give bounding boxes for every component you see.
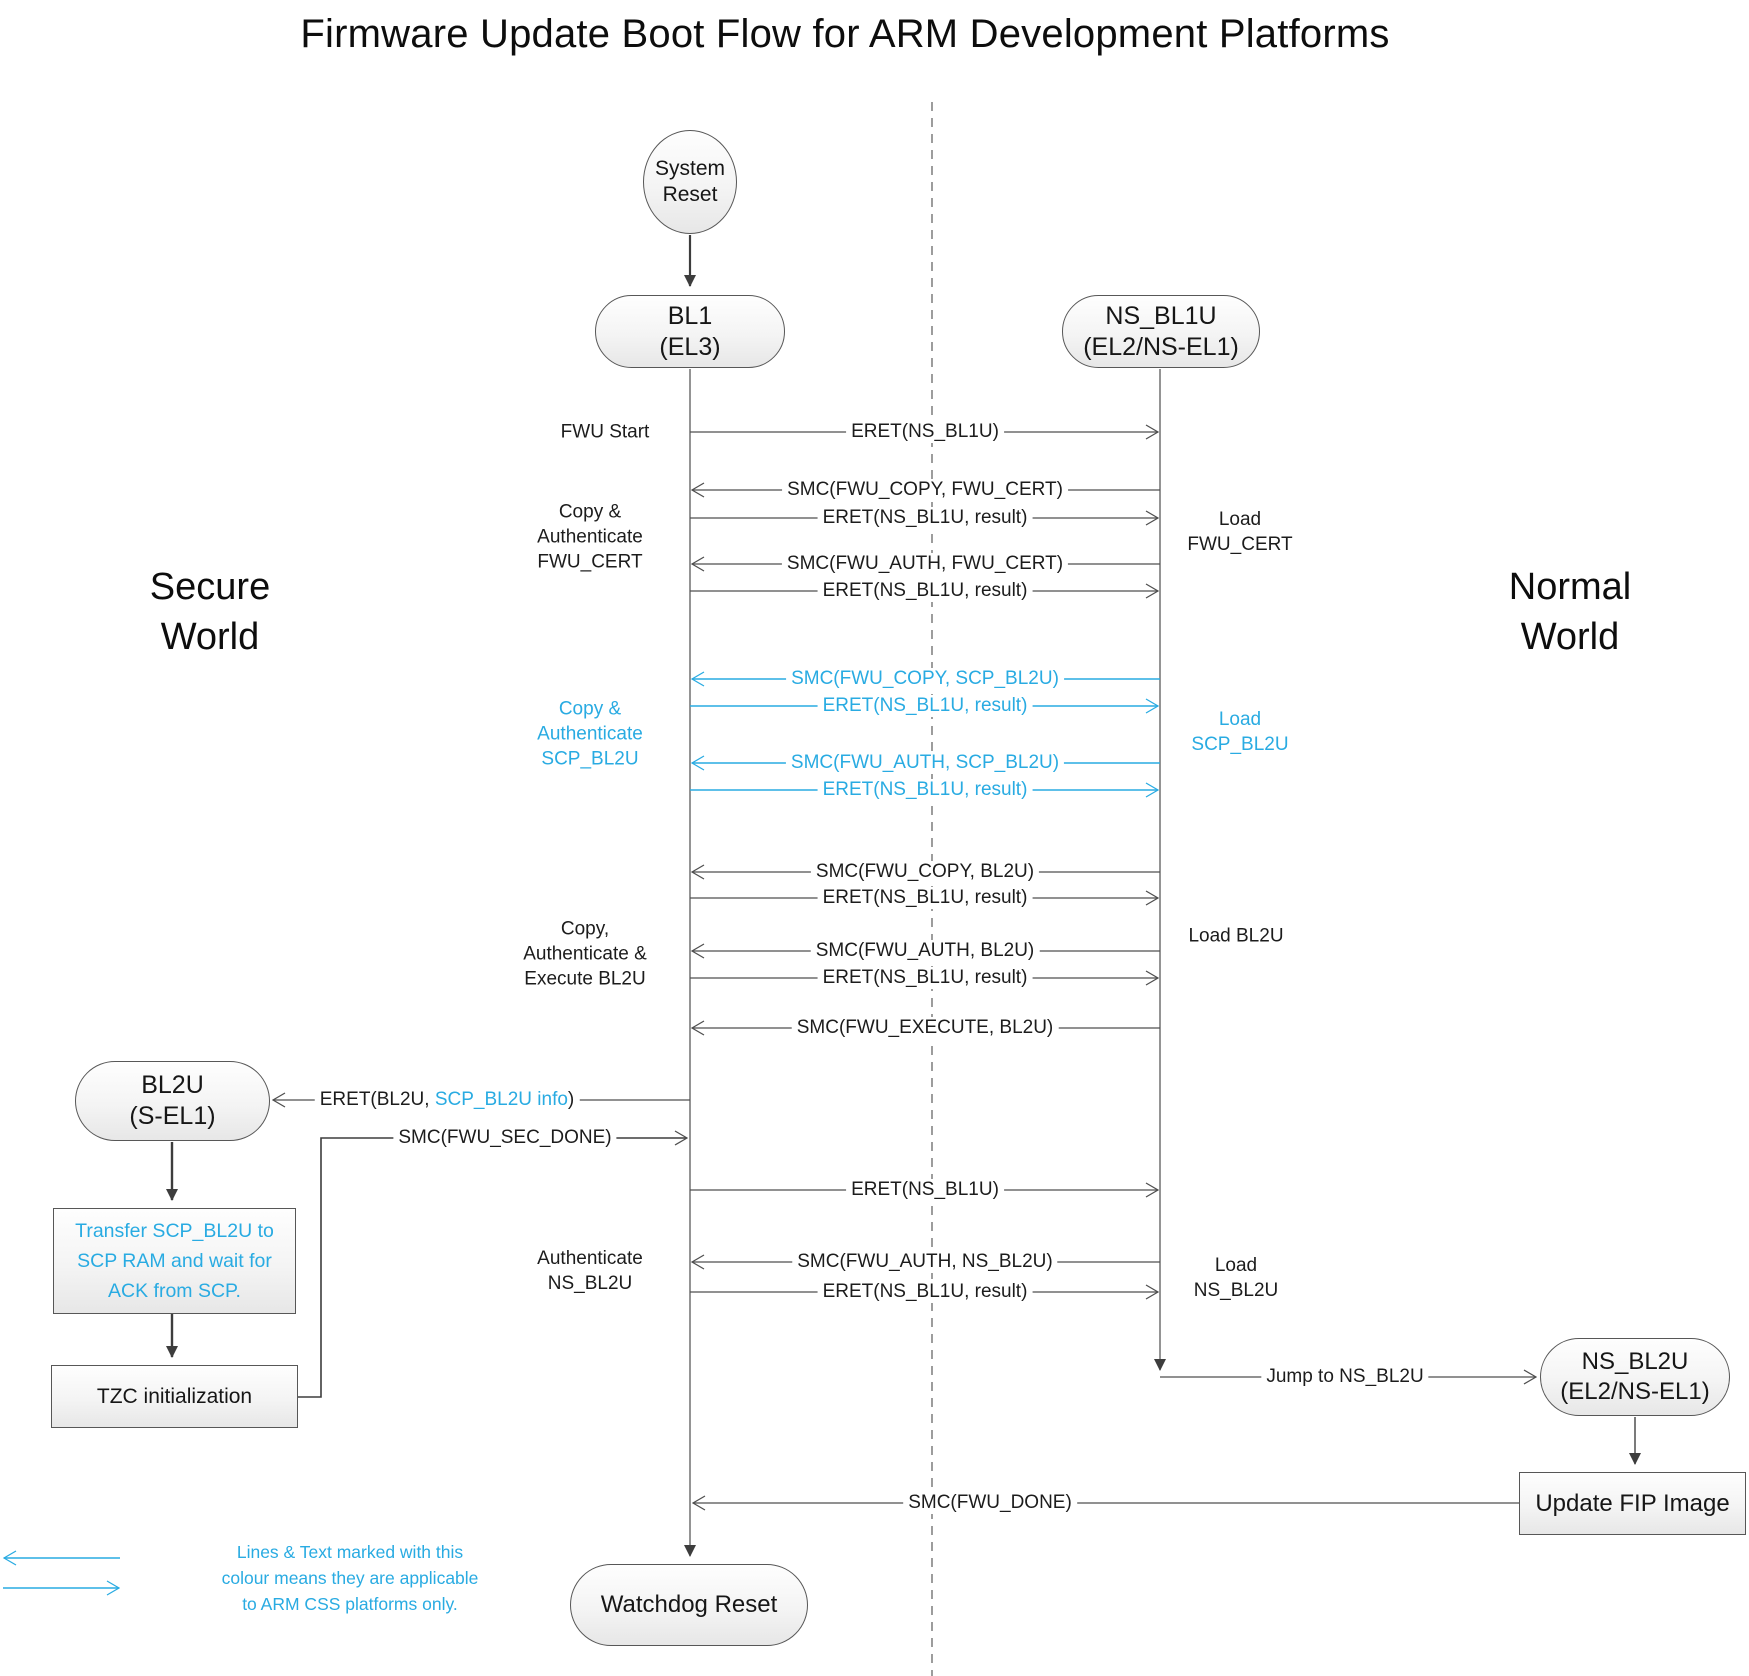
copy-auth-fwu-cert-line1: Copy &	[558, 501, 622, 523]
message-label-eret-ns-bl1u: ERET(NS_BL1U)	[846, 421, 1004, 443]
message-label-eret-result: ERET(NS_BL1U, result)	[817, 507, 1033, 529]
node-bl1: BL1 (EL3)	[595, 295, 785, 368]
auth-ns-bl2u-line2: NS_BL2U	[547, 1273, 633, 1294]
legend-line3: to ARM CSS platforms only.	[242, 1594, 458, 1614]
transfer-line1: Transfer SCP_BL2U to	[75, 1220, 274, 1242]
message-label-smc-fwu-done: SMC(FWU_DONE)	[903, 1492, 1077, 1514]
node-ns-bl1u: NS_BL1U (EL2/NS-EL1)	[1062, 295, 1260, 368]
legend-line2: colour means they are applicable	[221, 1568, 479, 1588]
secure-world-label: Secure World	[60, 562, 360, 662]
node-bl2u: BL2U (S-EL1)	[75, 1061, 270, 1141]
secure-world-line2: World	[160, 616, 260, 658]
bl1-line2: (EL3)	[659, 332, 721, 361]
message-label-smc-auth-fwu-cert: SMC(FWU_AUTH, FWU_CERT)	[781, 553, 1069, 575]
load-ns-bl2u-line1: Load	[1214, 1255, 1258, 1276]
message-label-smc-copy-bl2u: SMC(FWU_COPY, BL2U)	[810, 861, 1040, 883]
ns-bl2u-line1: NS_BL2U	[1581, 1348, 1689, 1375]
message-label-jump-ns-bl2u: Jump to NS_BL2U	[1261, 1366, 1429, 1388]
ns-bl1u-line2: (EL2/NS-EL1)	[1083, 332, 1239, 361]
system-reset-line1: System	[654, 157, 725, 180]
tzc-init-label: TZC initialization	[96, 1384, 253, 1408]
copy-auth-fwu-cert-line3: FWU_CERT	[537, 551, 643, 573]
ns-bl1u-line1: NS_BL1U	[1105, 301, 1217, 330]
load-ns-bl2u-line2: NS_BL2U	[1193, 1280, 1279, 1301]
message-label-smc-sec-done: SMC(FWU_SEC_DONE)	[393, 1127, 617, 1149]
message-label-eret-result: ERET(NS_BL1U, result)	[817, 695, 1033, 717]
message-label-eret-ns-bl1u: ERET(NS_BL1U)	[846, 1179, 1004, 1201]
auth-ns-bl2u-line1: Authenticate	[537, 1248, 643, 1269]
copy-auth-scp-bl2u-line3: SCP_BL2U	[541, 748, 639, 770]
bl2u-line2: (S-EL1)	[129, 1102, 216, 1130]
bl1-line1: BL1	[667, 301, 713, 330]
message-label-eret-result: ERET(NS_BL1U, result)	[817, 580, 1033, 602]
node-update-fip: Update FIP Image	[1519, 1472, 1746, 1535]
legend-line1: Lines & Text marked with this	[236, 1542, 464, 1562]
eret-bl2u-part2: SCP_BL2U info	[434, 1089, 568, 1110]
message-label-eret-result: ERET(NS_BL1U, result)	[817, 887, 1033, 909]
side-label-copy-auth-fwu-cert: Copy & Authenticate FWU_CERT	[537, 500, 643, 575]
side-label-copy-auth-exec-bl2u: Copy, Authenticate & Execute BL2U	[523, 917, 647, 992]
side-label-load-scp-bl2u: Load SCP_BL2U	[1191, 707, 1288, 757]
secure-world-line1: Secure	[149, 566, 271, 608]
side-label-copy-auth-scp-bl2u: Copy & Authenticate SCP_BL2U	[537, 697, 643, 772]
message-label-smc-auth-bl2u: SMC(FWU_AUTH, BL2U)	[810, 940, 1040, 962]
load-scp-bl2u-line2: SCP_BL2U	[1191, 734, 1289, 755]
side-label-load-ns-bl2u: Load NS_BL2U	[1194, 1253, 1279, 1303]
message-label-smc-auth-ns-bl2u: SMC(FWU_AUTH, NS_BL2U)	[792, 1251, 1058, 1273]
load-fwu-cert-line1: Load	[1218, 509, 1262, 530]
node-transfer-scp-bl2u: Transfer SCP_BL2U to SCP RAM and wait fo…	[53, 1208, 296, 1314]
side-label-load-bl2u: Load BL2U	[1188, 925, 1284, 947]
copy-auth-exec-bl2u-line3: Execute BL2U	[524, 968, 646, 990]
bl2u-line1: BL2U	[141, 1071, 204, 1099]
watchdog-reset-label: Watchdog Reset	[600, 1591, 778, 1618]
message-label-eret-result: ERET(NS_BL1U, result)	[817, 779, 1033, 801]
transfer-line2: SCP RAM and wait for	[77, 1250, 272, 1272]
page-title: Firmware Update Boot Flow for ARM Develo…	[300, 12, 1390, 56]
message-label-eret-result: ERET(NS_BL1U, result)	[817, 967, 1033, 989]
node-tzc-init: TZC initialization	[51, 1365, 298, 1428]
message-label-smc-auth-scp-bl2u: SMC(FWU_AUTH, SCP_BL2U)	[785, 752, 1065, 774]
ns-bl2u-line2: (EL2/NS-EL1)	[1560, 1378, 1710, 1405]
normal-world-line2: World	[1520, 616, 1620, 658]
side-label-load-fwu-cert: Load FWU_CERT	[1187, 507, 1292, 557]
normal-world-label: Normal World	[1420, 562, 1720, 662]
side-label-auth-ns-bl2u: Authenticate NS_BL2U	[537, 1246, 643, 1296]
copy-auth-exec-bl2u-line1: Copy,	[560, 918, 610, 940]
message-label-smc-copy-fwu-cert: SMC(FWU_COPY, FWU_CERT)	[782, 479, 1068, 501]
message-label-eret-result: ERET(NS_BL1U, result)	[817, 1281, 1033, 1303]
copy-auth-scp-bl2u-line2: Authenticate	[537, 723, 643, 745]
load-scp-bl2u-line1: Load	[1218, 709, 1262, 730]
normal-world-line1: Normal	[1508, 566, 1632, 608]
transfer-line3: ACK from SCP.	[108, 1280, 241, 1302]
copy-auth-scp-bl2u-line1: Copy &	[558, 698, 622, 720]
legend-text: Lines & Text marked with this colour mea…	[222, 1539, 479, 1617]
side-label-fwu-start: FWU Start	[560, 421, 650, 443]
system-reset-line2: Reset	[662, 183, 718, 206]
node-ns-bl2u: NS_BL2U (EL2/NS-EL1)	[1540, 1338, 1730, 1416]
copy-auth-fwu-cert-line2: Authenticate	[537, 526, 643, 548]
eret-bl2u-part3: )	[567, 1089, 575, 1110]
message-label-smc-copy-scp-bl2u: SMC(FWU_COPY, SCP_BL2U)	[786, 668, 1064, 690]
node-watchdog-reset: Watchdog Reset	[570, 1564, 808, 1646]
load-fwu-cert-line2: FWU_CERT	[1187, 534, 1293, 555]
copy-auth-exec-bl2u-line2: Authenticate &	[523, 943, 647, 965]
node-system-reset: System Reset	[643, 130, 737, 234]
message-label-eret-bl2u: ERET(BL2U, SCP_BL2U info)	[314, 1089, 580, 1111]
update-fip-label: Update FIP Image	[1535, 1489, 1730, 1517]
eret-bl2u-part1: ERET(BL2U,	[319, 1089, 435, 1110]
message-label-smc-execute-bl2u: SMC(FWU_EXECUTE, BL2U)	[791, 1017, 1059, 1039]
